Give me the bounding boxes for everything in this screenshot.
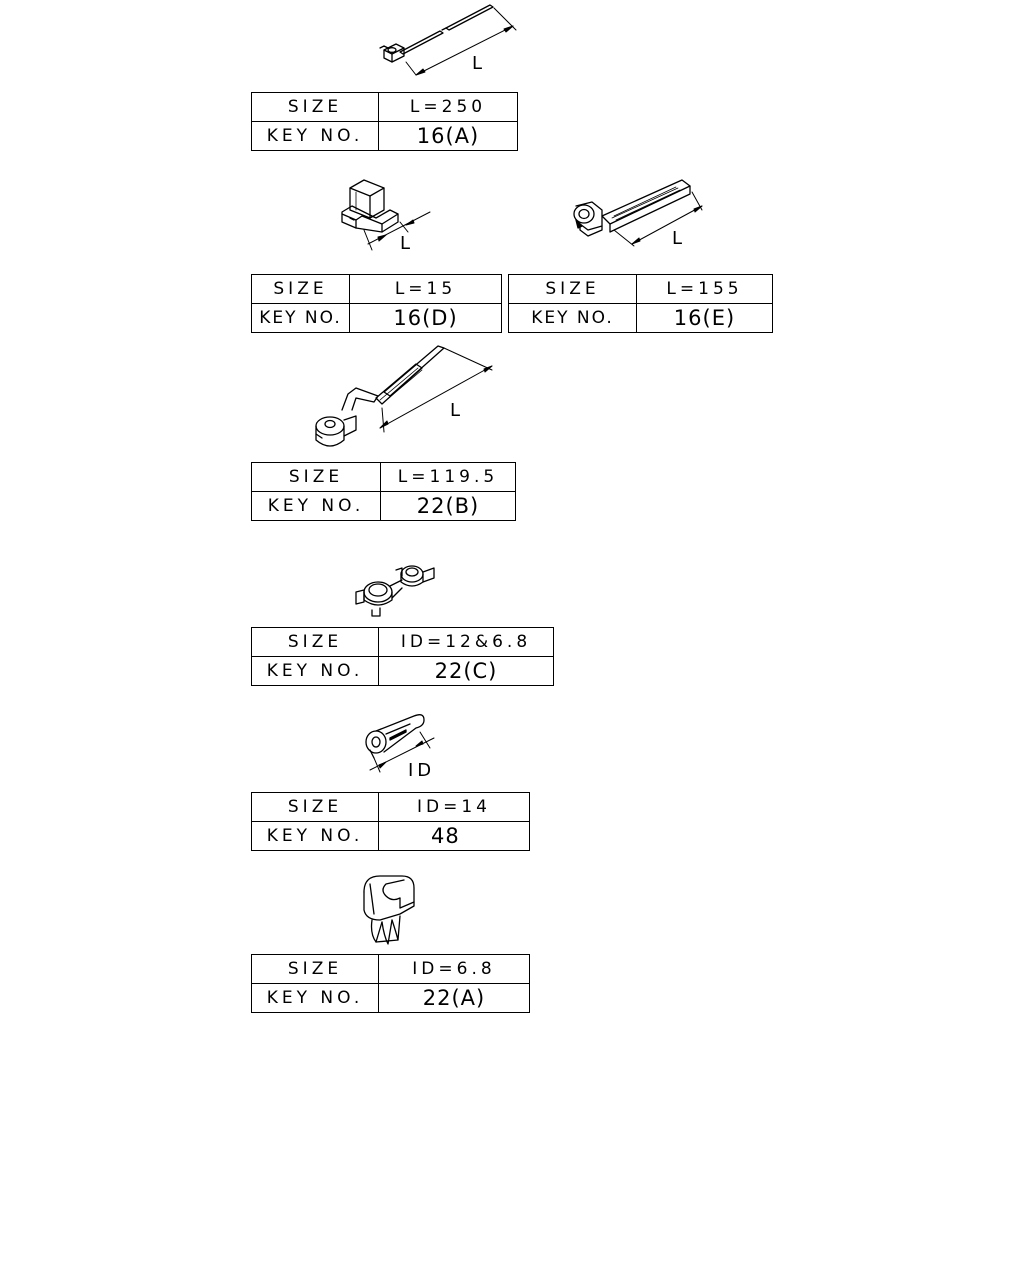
key-no-row: KEY NO. 16(E) xyxy=(508,303,773,333)
key-no-label: KEY NO. xyxy=(251,821,379,851)
size-row: SIZE ID=14 xyxy=(251,792,530,822)
size-value: L=250 xyxy=(378,92,518,122)
dimension-label: L xyxy=(672,228,686,249)
key-no-label: KEY NO. xyxy=(251,491,381,521)
key-no-label: KEY NO. xyxy=(251,983,379,1013)
size-row: SIZE L=155 xyxy=(508,274,773,304)
size-row: SIZE ID=6.8 xyxy=(251,954,530,984)
key-no-value: 16(D) xyxy=(349,303,502,333)
key-no-row: KEY NO. 16(A) xyxy=(251,121,518,151)
key-no-value: 16(A) xyxy=(378,121,518,151)
key-no-label: KEY NO. xyxy=(508,303,637,333)
key-no-value: 22(C) xyxy=(378,656,554,686)
plug-grommet-drawing xyxy=(365,714,435,773)
dimension-label: L xyxy=(400,233,414,254)
key-no-row: KEY NO. 22(B) xyxy=(251,491,516,521)
size-row: SIZE L=250 xyxy=(251,92,518,122)
spec-table-22a: SIZE ID=6.8 KEY NO. 22(A) xyxy=(251,954,530,1013)
key-no-row: KEY NO. 48 xyxy=(251,821,530,851)
size-value: L=155 xyxy=(636,274,773,304)
dimension-label: ID xyxy=(408,760,436,781)
slotted-strap-drawing xyxy=(573,179,703,247)
size-label: SIZE xyxy=(251,954,379,984)
size-value: ID=12&6.8 xyxy=(378,627,554,657)
key-no-value: 22(B) xyxy=(380,491,516,521)
spec-table-16a: SIZE L=250 KEY NO. 16(A) xyxy=(251,92,518,151)
size-label: SIZE xyxy=(251,274,350,304)
key-no-label: KEY NO. xyxy=(251,656,379,686)
key-no-row: KEY NO. 16(D) xyxy=(251,303,502,333)
size-row: SIZE L=15 xyxy=(251,274,502,304)
spec-table-22c: SIZE ID=12&6.8 KEY NO. 22(C) xyxy=(251,627,554,686)
key-no-label: KEY NO. xyxy=(251,303,350,333)
key-no-row: KEY NO. 22(C) xyxy=(251,656,554,686)
size-label: SIZE xyxy=(508,274,637,304)
key-no-value: 16(E) xyxy=(636,303,773,333)
key-no-value: 22(A) xyxy=(378,983,530,1013)
push-clip-drawing xyxy=(363,875,415,945)
size-value: L=119.5 xyxy=(380,462,516,492)
size-label: SIZE xyxy=(251,792,379,822)
spec-table-16d: SIZE L=15 KEY NO. 16(D) xyxy=(251,274,502,333)
spec-table-22b: SIZE L=119.5 KEY NO. 22(B) xyxy=(251,462,516,521)
size-row: SIZE L=119.5 xyxy=(251,462,516,492)
key-no-value: 48 xyxy=(378,821,530,851)
size-value: L=15 xyxy=(349,274,502,304)
cable-tie-long-drawing xyxy=(379,4,517,76)
spec-table-48: SIZE ID=14 KEY NO. 48 xyxy=(251,792,530,851)
size-value: ID=14 xyxy=(378,792,530,822)
double-clamp-drawing xyxy=(355,565,435,617)
size-label: SIZE xyxy=(251,462,381,492)
size-row: SIZE ID=12&6.8 xyxy=(251,627,554,657)
dimension-label: L xyxy=(472,53,486,74)
clip-block-drawing xyxy=(341,179,431,251)
size-label: SIZE xyxy=(251,92,379,122)
size-label: SIZE xyxy=(251,627,379,657)
key-no-label: KEY NO. xyxy=(251,121,379,151)
key-no-row: KEY NO. 22(A) xyxy=(251,983,530,1013)
spec-table-16e: SIZE L=155 KEY NO. 16(E) xyxy=(508,274,773,333)
cranked-tie-drawing xyxy=(315,345,493,447)
size-value: ID=6.8 xyxy=(378,954,530,984)
dimension-label: L xyxy=(450,400,464,421)
